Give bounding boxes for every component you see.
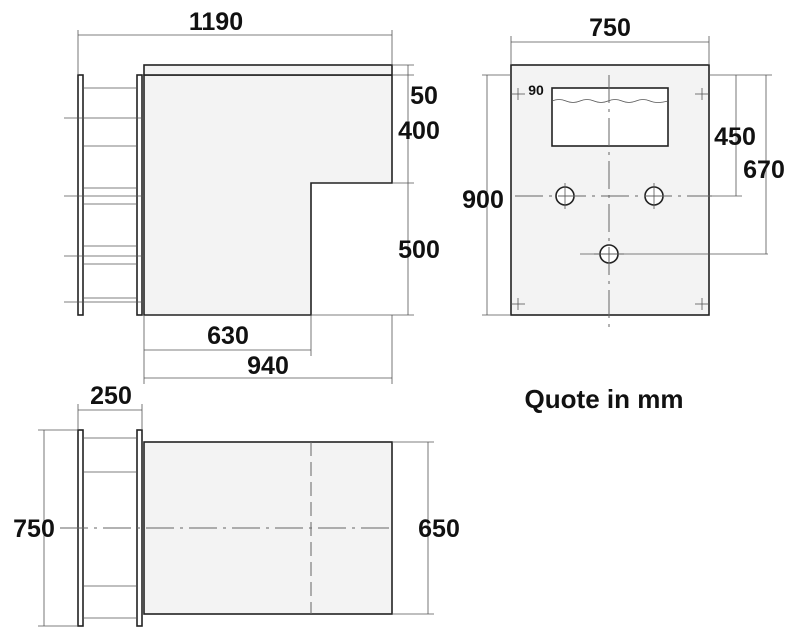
top-view: 250 750 650 (13, 382, 460, 627)
side-frame-right (136, 74, 143, 316)
side-frame-left (77, 74, 84, 316)
dim-front-slot-offset: 90 (528, 82, 544, 98)
dim-side-overall-width: 1190 (189, 8, 243, 36)
side-frame-rungs (64, 87, 144, 303)
dim-side-step-width: 630 (207, 322, 249, 350)
dim-front-total-height: 900 (462, 186, 504, 214)
front-center-lines (515, 75, 768, 332)
side-body (143, 74, 393, 316)
dim-front-slot-height: 450 (714, 123, 756, 151)
side-view: 1190 50 400 500 630 940 (64, 8, 440, 384)
dim-top-frame-depth: 250 (90, 382, 132, 410)
side-dimension-lines (77, 30, 414, 384)
dim-side-upper-height: 400 (398, 117, 440, 145)
front-view: 750 90 450 670 900 (462, 14, 785, 332)
dim-side-top-lid: 50 (410, 82, 438, 110)
dim-front-width: 750 (589, 14, 631, 42)
front-dimension-lines (482, 36, 772, 316)
front-corner-markers (511, 88, 709, 310)
front-slot (551, 87, 669, 147)
side-lid (143, 64, 393, 76)
units-note: Quote in mm (525, 384, 684, 414)
top-frame-rungs (83, 437, 137, 619)
dim-front-mid-height: 670 (743, 156, 785, 184)
dim-top-frame-width: 750 (13, 515, 55, 543)
dim-top-body-width: 650 (418, 515, 460, 543)
top-dimension-lines (38, 404, 434, 627)
dim-side-body-width: 940 (247, 352, 289, 380)
dim-side-lower-height: 500 (398, 236, 440, 264)
front-slot-water (551, 99, 669, 103)
